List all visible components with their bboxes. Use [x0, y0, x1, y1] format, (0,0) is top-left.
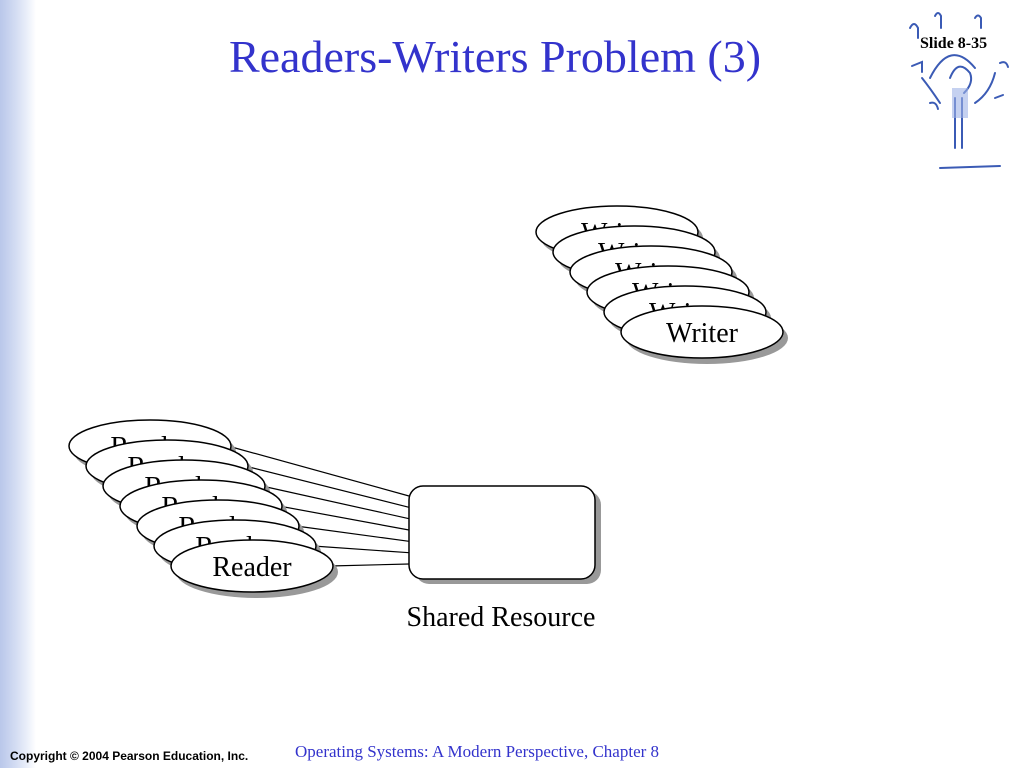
reader-stack: ReaderReaderReaderReaderReaderReaderRead…	[68, 419, 338, 598]
reader-connection-line	[278, 505, 410, 531]
reader-connection-line	[329, 563, 410, 567]
copyright-text: Copyright © 2004 Pearson Education, Inc.	[10, 749, 249, 763]
shared-resource	[408, 485, 601, 584]
reader-connection-line	[261, 485, 410, 520]
slide-number: Slide 8-35	[920, 35, 988, 52]
writer-ellipse	[620, 305, 784, 359]
reader-connection-line	[312, 545, 410, 554]
reader-connection-line	[227, 445, 410, 497]
slide-title: Readers-Writers Problem (3)	[228, 31, 762, 82]
shared-resource-label: Shared Resource	[407, 602, 596, 633]
music-conductor-icon	[909, 12, 1009, 169]
reader-label: Reader	[212, 552, 292, 583]
side-gradient-bar	[0, 0, 36, 768]
writer-label: Writer	[666, 318, 739, 349]
reader-connection-line	[295, 525, 410, 542]
reader-connections	[227, 445, 410, 567]
reader-connection-line	[244, 465, 410, 508]
book-reference: Operating Systems: A Modern Perspective,…	[295, 742, 660, 761]
reader-ellipse	[170, 539, 334, 593]
writer-stack: WriterWriterWriterWriterWriterWriter	[535, 205, 788, 364]
